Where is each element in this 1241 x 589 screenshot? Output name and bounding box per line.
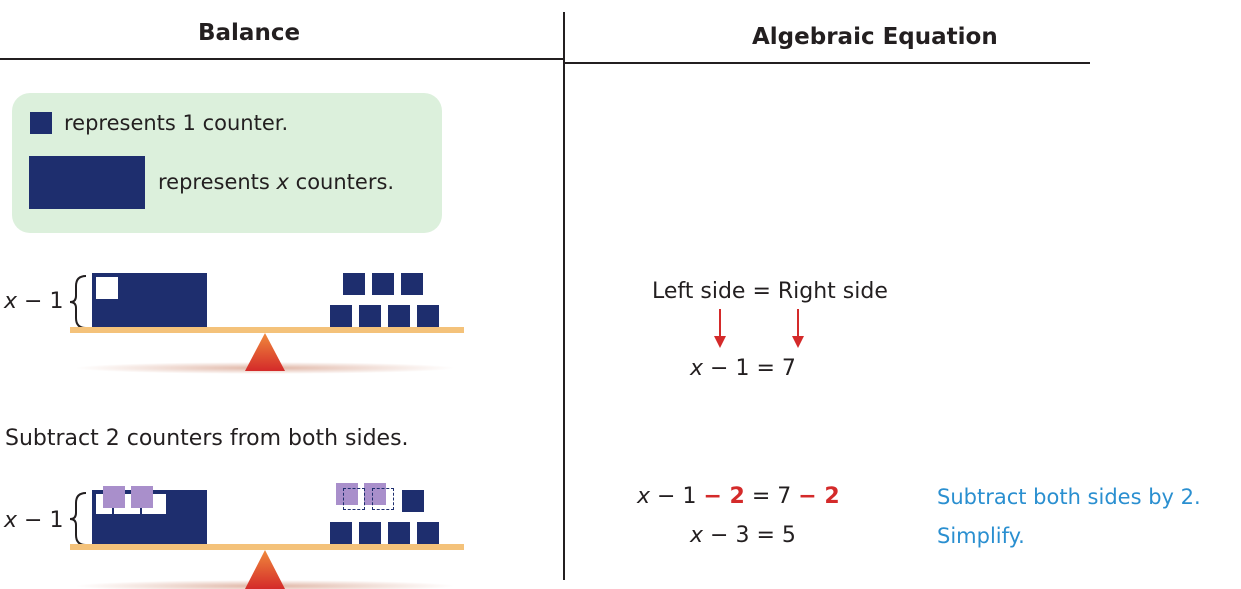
step-2-note: Simplify. bbox=[937, 524, 1025, 548]
sides-label: Left side = Right side bbox=[652, 279, 888, 304]
right-side-arrow bbox=[792, 309, 804, 348]
column-divider bbox=[563, 12, 565, 580]
unit-counter-swatch bbox=[30, 112, 52, 134]
balance2-counter bbox=[402, 490, 424, 512]
balance2-fulcrum bbox=[75, 550, 455, 589]
balance2-removed-placeholder bbox=[372, 488, 394, 510]
balance1-counter bbox=[417, 305, 439, 327]
balance2-counter bbox=[330, 522, 352, 544]
balance1-counter bbox=[359, 305, 381, 327]
balance2-removal-links bbox=[112, 508, 142, 514]
instruction-text: Subtract 2 counters from both sides. bbox=[5, 426, 409, 451]
left-side-arrow bbox=[714, 309, 726, 348]
balance2-removed-counter bbox=[131, 486, 153, 508]
unit-counter-text: represents 1 counter. bbox=[64, 111, 289, 135]
balance2-brace bbox=[69, 492, 87, 546]
x-variable: x bbox=[276, 170, 289, 194]
balance1-counter bbox=[330, 305, 352, 327]
balance-header: Balance bbox=[198, 20, 301, 46]
balance1-beam bbox=[70, 327, 464, 333]
balance2-counter bbox=[388, 522, 410, 544]
balance1-counter bbox=[388, 305, 410, 327]
x-counter-text: represents x counters. bbox=[158, 170, 395, 194]
balance1-counter bbox=[401, 273, 423, 295]
balance1-fulcrum bbox=[75, 333, 455, 374]
balance1-negative-counter bbox=[95, 276, 119, 300]
right-header-rule bbox=[565, 62, 1090, 64]
equation-step-1: x − 1 − 2 = 7 − 2 bbox=[637, 484, 840, 509]
step-1-note: Subtract both sides by 2. bbox=[937, 485, 1201, 509]
left-header-rule bbox=[0, 58, 565, 60]
equation-step-2: x − 3 = 5 bbox=[690, 523, 796, 548]
balance2-removed-counter bbox=[103, 486, 125, 508]
balance2-counter bbox=[417, 522, 439, 544]
x-counter-swatch bbox=[29, 156, 145, 209]
balance1-counter bbox=[372, 273, 394, 295]
balance2-counter bbox=[359, 522, 381, 544]
balance1-label: x − 1 bbox=[4, 289, 64, 314]
balance2-removed-placeholder bbox=[343, 488, 365, 510]
balance2-label: x − 1 bbox=[4, 508, 64, 533]
balance1-counter bbox=[343, 273, 365, 295]
balance2-beam bbox=[70, 544, 464, 550]
equation-1: x − 1 = 7 bbox=[690, 356, 796, 381]
balance1-brace bbox=[69, 275, 87, 329]
algebraic-equation-header: Algebraic Equation bbox=[752, 24, 998, 50]
